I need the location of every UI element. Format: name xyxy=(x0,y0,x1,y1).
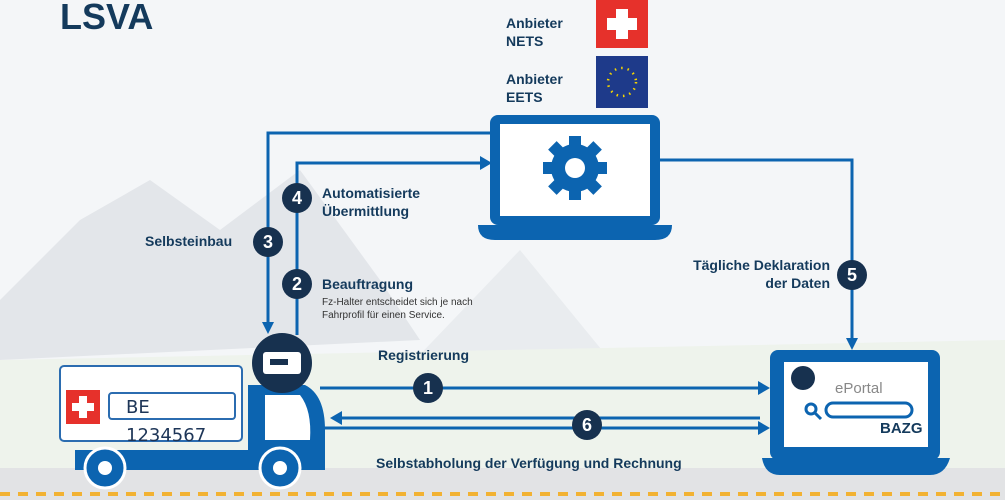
search-field xyxy=(824,401,914,419)
bazg-seal-icon xyxy=(791,366,815,390)
bazg-label: BAZG xyxy=(880,420,923,437)
license-plate: BE 1234567 xyxy=(108,392,236,446)
step-6-badge: 6 xyxy=(572,410,602,440)
gear-icon xyxy=(543,136,607,200)
step-5-badge: 5 xyxy=(837,260,867,290)
step-1-badge: 1 xyxy=(413,373,443,403)
step-3-label: Selbsteinbau xyxy=(145,233,233,249)
step-6-label: Selbstabholung der Verfügung und Rechnun… xyxy=(376,455,682,471)
provider-laptop-icon xyxy=(478,115,672,240)
swiss-flag-icon xyxy=(66,390,100,424)
eu-flag-icon xyxy=(596,56,648,108)
obu-device-icon xyxy=(252,333,312,393)
page-title: LSVA xyxy=(60,0,154,37)
step-1-label: Registrierung xyxy=(378,347,470,363)
step-3-badge: 3 xyxy=(253,227,283,257)
step-2-badge: 2 xyxy=(282,269,312,299)
mountain-background xyxy=(0,170,420,360)
eportal-laptop-icon xyxy=(762,350,950,475)
eportal-label: ePortal xyxy=(835,380,883,397)
search-icon xyxy=(804,402,818,416)
step-4-badge: 4 xyxy=(282,183,312,213)
step-2-label: Beauftragung xyxy=(322,276,413,292)
swiss-flag-icon xyxy=(596,0,648,48)
